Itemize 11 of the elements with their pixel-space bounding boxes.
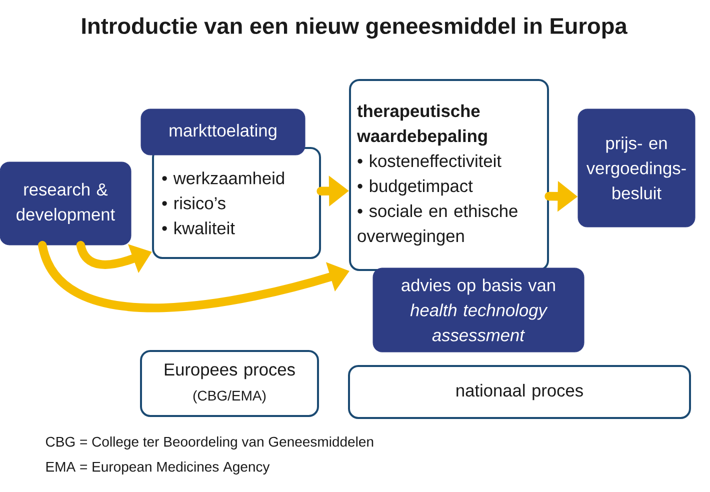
note-box: advies op basis van health technology assessment	[372, 268, 584, 352]
title: Introductie van een nieuw geneesmiddel in Europa	[82, 17, 628, 39]
phase-box: nationaal proces	[348, 364, 691, 419]
heading-tab: markttoelating	[140, 108, 306, 156]
process-box: research & development	[0, 162, 132, 246]
phase-box: Europees proces (CBG/EMA)	[140, 350, 319, 417]
footnote: EMA = European Medicines Agency	[46, 461, 270, 474]
list-box: • werkzaamheid • risico’s • kwaliteit	[152, 147, 322, 259]
process-box: prijs- en vergoedings- besluit	[578, 108, 696, 228]
footnote: CBG = College ter Beoordeling van Geneesmiddelen	[46, 436, 374, 450]
list-box: therapeutische waardebepaling • kosteneffectiviteit • budgetimpact • sociale en ethische overwegingen	[349, 79, 549, 271]
